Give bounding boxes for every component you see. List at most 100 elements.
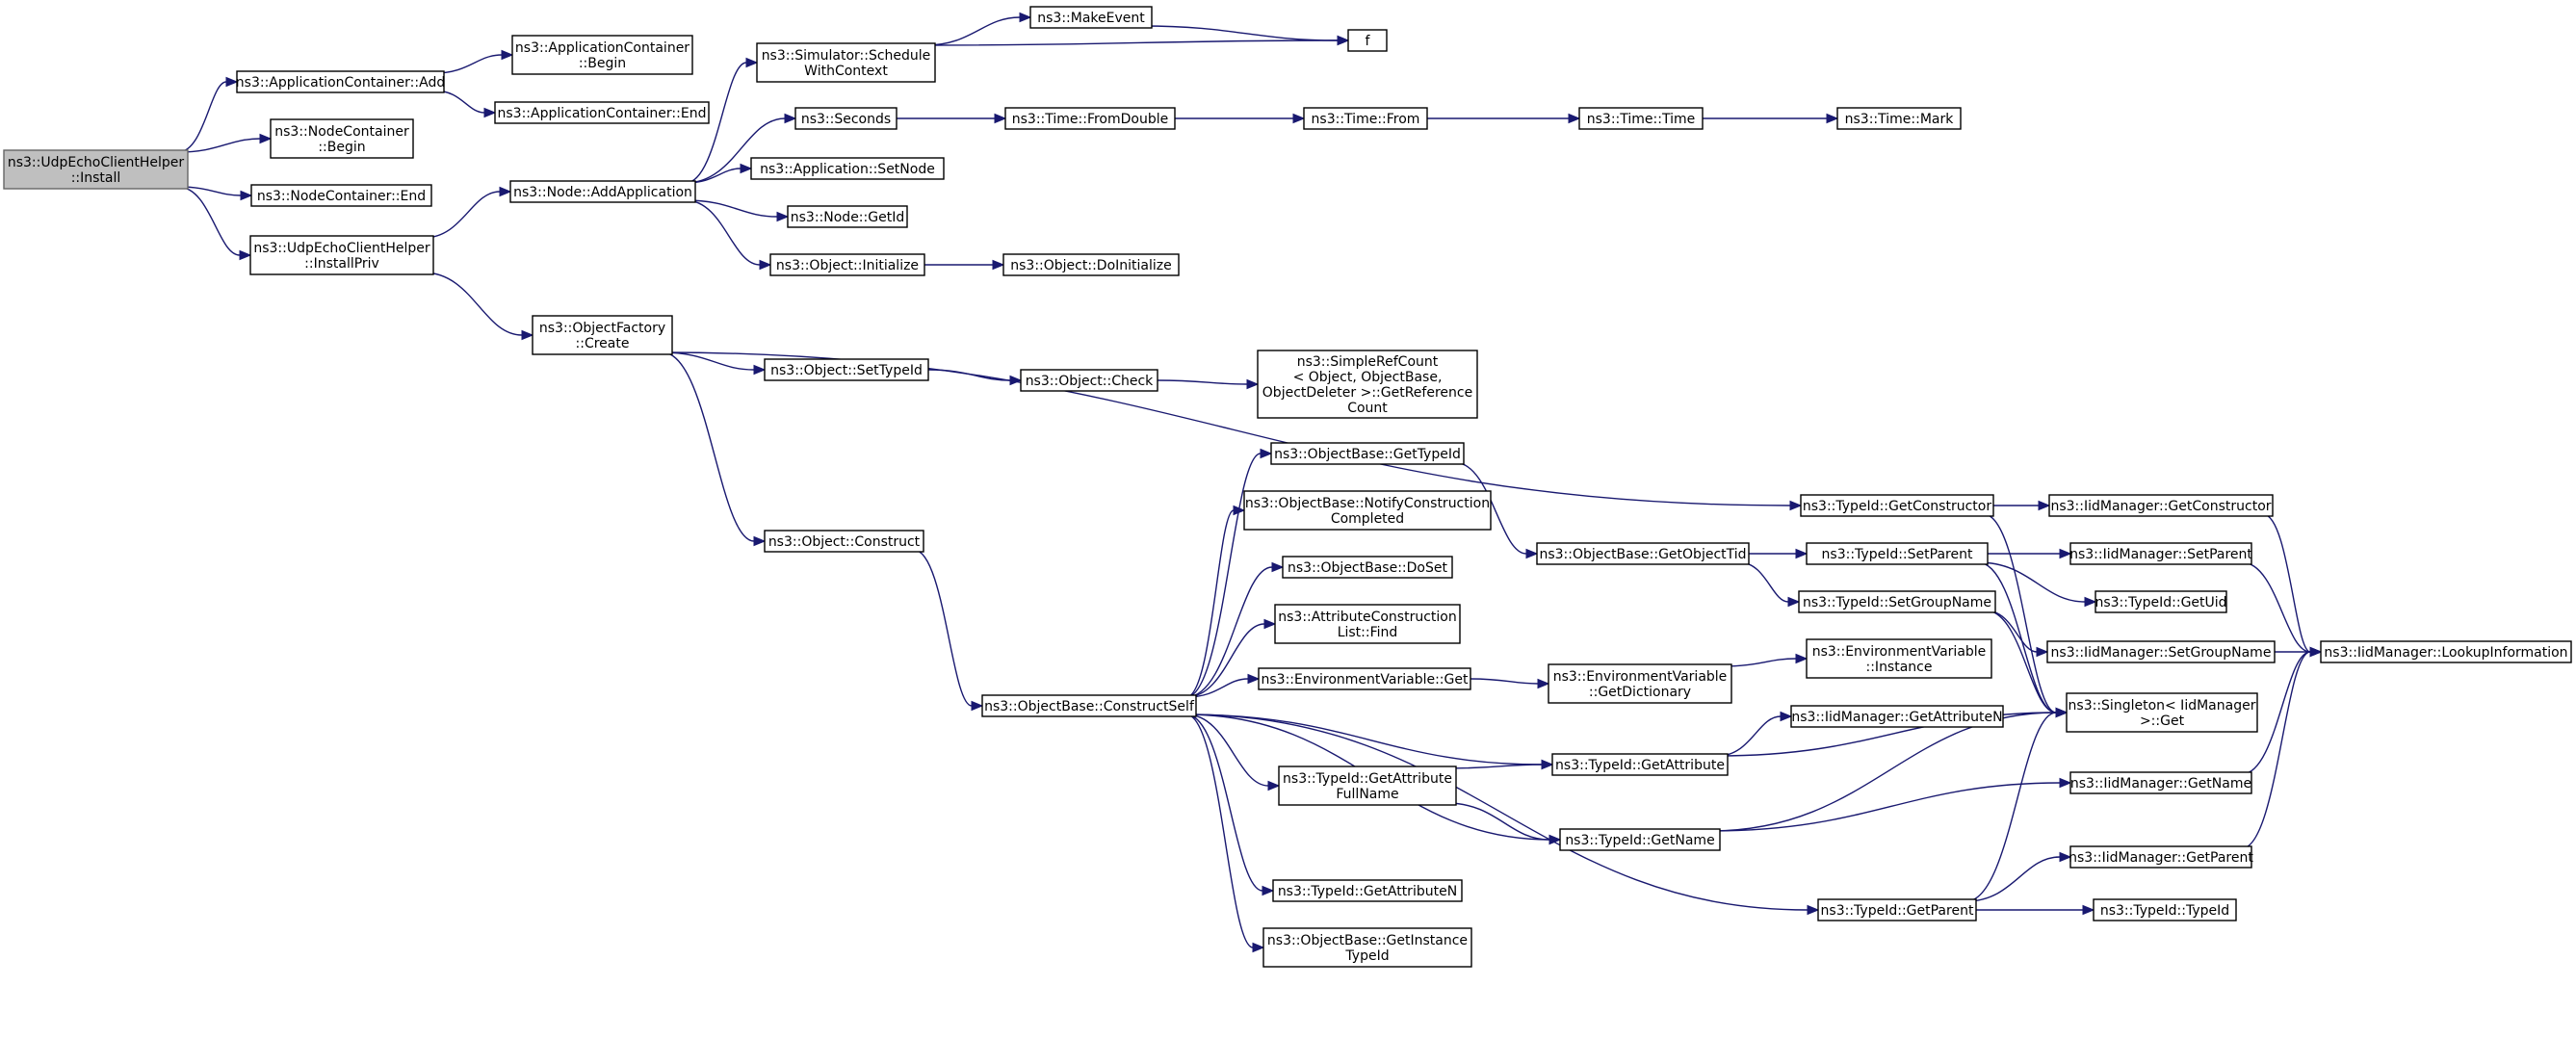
node-iid-get-parent[interactable]: ns3::IidManager::GetParent [2069, 845, 2253, 869]
arrowhead [1247, 673, 1261, 685]
node-initialize[interactable]: ns3::Object::Initialize [769, 253, 925, 276]
node-notify[interactable]: ns3::ObjectBase::NotifyConstructionCompl… [1243, 490, 1492, 531]
arrowhead [1789, 500, 1803, 511]
edge-get-parent-to-iid-get-parent [1965, 856, 2061, 902]
arrowhead [1541, 759, 1554, 770]
node-ac-add[interactable]: ns3::ApplicationContainer::Add [236, 70, 445, 93]
node-get-object-tid[interactable]: ns3::ObjectBase::GetObjectTid [1536, 542, 1750, 565]
arrowhead [1525, 548, 1539, 559]
node-type-id-type-id[interactable]: ns3::TypeId::TypeId [2093, 898, 2237, 921]
node-lookup[interactable]: ns3::IidManager::LookupInformation [2320, 640, 2572, 663]
node-box [2066, 692, 2258, 733]
node-install-priv[interactable]: ns3::UdpEchoClientHelper::InstallPriv [249, 235, 434, 275]
node-box [1020, 369, 1158, 392]
node-time-mark[interactable]: ns3::Time::Mark [1836, 107, 1962, 130]
node-iid-get-attr-n[interactable]: ns3::IidManager::GetAttributeN [1790, 705, 2004, 728]
node-do-initialize[interactable]: ns3::Object::DoInitialize [1002, 253, 1180, 276]
node-box [794, 107, 898, 130]
node-box [236, 70, 445, 93]
arrowhead [499, 186, 512, 197]
node-ac-begin[interactable]: ns3::ApplicationContainer::Begin [511, 35, 693, 75]
node-label: ns3::Seconds [801, 112, 891, 127]
node-add-app[interactable]: ns3::Node::AddApplication [509, 180, 696, 203]
node-label: ns3::Time::Time [1587, 112, 1695, 127]
node-label: ns3::TypeId::GetConstructor [1803, 499, 1991, 514]
node-get-attr-n[interactable]: ns3::TypeId::GetAttributeN [1272, 879, 1463, 902]
node-box [1800, 494, 1994, 517]
node-box [750, 157, 945, 180]
node-set-parent[interactable]: ns3::TypeId::SetParent [1806, 542, 1989, 565]
node-nc-end[interactable]: ns3::NodeContainer::End [250, 184, 432, 207]
node-get-uid[interactable]: ns3::TypeId::GetUid [2095, 590, 2227, 613]
node-box [2093, 898, 2237, 921]
node-env-get[interactable]: ns3::EnvironmentVariable::Get [1258, 667, 1471, 690]
node-ac-end[interactable]: ns3::ApplicationContainer::End [494, 101, 710, 124]
node-set-node[interactable]: ns3::Application::SetNode [750, 157, 945, 180]
node-get-name[interactable]: ns3::TypeId::GetName [1559, 828, 1721, 851]
node-ob-get-type-id[interactable]: ns3::ObjectBase::GetTypeId [1270, 442, 1465, 465]
node-nc-begin[interactable]: ns3::NodeContainer::Begin [270, 118, 414, 159]
node-time-time[interactable]: ns3::Time::Time [1578, 107, 1704, 130]
node-label: f [1366, 34, 1371, 49]
arrowhead [240, 190, 253, 201]
node-ref-count[interactable]: ns3::SimpleRefCount< Object, ObjectBase,… [1257, 350, 1478, 419]
node-label: ns3::ApplicationContainer::End [498, 106, 707, 121]
node-get-id[interactable]: ns3::Node::GetId [787, 205, 908, 228]
node-f[interactable]: f [1347, 29, 1388, 52]
node-label: WithContext [804, 64, 888, 79]
node-get-attribute[interactable]: ns3::TypeId::GetAttribute [1551, 753, 1729, 776]
node-label: ns3::ObjectBase::NotifyConstruction [1245, 496, 1490, 511]
node-construct-self[interactable]: ns3::ObjectBase::ConstructSelf [981, 694, 1197, 717]
node-iid-set-group-name[interactable]: ns3::IidManager::SetGroupName [2046, 640, 2276, 663]
node-box [1347, 29, 1388, 52]
node-iid-get-name[interactable]: ns3::IidManager::GetName [2069, 771, 2252, 794]
arrowhead [753, 364, 767, 376]
edge-set-parent-to-get-uid [1977, 561, 2086, 603]
node-label: ns3::Time::From [1312, 112, 1420, 127]
node-make-event[interactable]: ns3::MakeEvent [1029, 6, 1153, 29]
node-from-double[interactable]: ns3::Time::FromDouble [1004, 107, 1176, 130]
arrowhead [1263, 618, 1277, 630]
node-time-from[interactable]: ns3::Time::From [1303, 107, 1428, 130]
edge-construct-self-to-notify [1185, 509, 1235, 698]
arrowhead [2059, 777, 2072, 789]
node-label: ns3::TypeId::TypeId [2100, 903, 2229, 919]
arrowhead [2084, 596, 2097, 608]
arrowhead [483, 107, 497, 118]
node-env-dict[interactable]: ns3::EnvironmentVariable::GetDictionary [1548, 663, 1732, 704]
arrowhead [759, 259, 772, 271]
node-do-set[interactable]: ns3::ObjectBase::DoSet [1282, 556, 1453, 579]
edge-get-name-to-iid-get-name [1709, 782, 2061, 832]
node-get-constructor[interactable]: ns3::TypeId::GetConstructor [1800, 494, 1994, 517]
node-set-group-name[interactable]: ns3::TypeId::SetGroupName [1798, 590, 1996, 613]
node-construct[interactable]: ns3::Object::Construct [764, 530, 924, 553]
edge-construct-self-to-ac-find [1185, 623, 1265, 698]
node-box [1551, 753, 1729, 776]
node-seconds[interactable]: ns3::Seconds [794, 107, 898, 130]
node-env-instance[interactable]: ns3::EnvironmentVariable::Instance [1806, 638, 1992, 679]
edge-construct-to-construct-self [913, 549, 973, 707]
node-label: ::Begin [318, 140, 365, 155]
node-box [1243, 490, 1492, 531]
node-box [1806, 638, 1992, 679]
arrowhead [1292, 113, 1306, 124]
node-get-parent[interactable]: ns3::TypeId::GetParent [1817, 898, 1977, 921]
node-label: ns3::ObjectBase::GetInstance [1267, 933, 1468, 948]
node-obj-factory[interactable]: ns3::ObjectFactory::Create [532, 315, 673, 355]
node-box [494, 101, 710, 124]
node-box [511, 35, 693, 75]
node-root[interactable]: ns3::UdpEchoClientHelper::Install [3, 149, 189, 190]
node-label: ns3::Object::DoInitialize [1010, 258, 1171, 273]
arrowhead [2059, 548, 2072, 559]
node-set-type-id[interactable]: ns3::Object::SetTypeId [764, 358, 929, 381]
node-check[interactable]: ns3::Object::Check [1020, 369, 1158, 392]
node-label: ns3::TypeId::GetAttribute [1283, 771, 1452, 787]
node-iid-get-constructor[interactable]: ns3::IidManager::GetConstructor [2048, 494, 2274, 517]
node-iid-set-parent[interactable]: ns3::IidManager::SetParent [2069, 542, 2252, 565]
node-box [1262, 927, 1472, 968]
node-singleton-get[interactable]: ns3::Singleton< IidManager >::Get [2066, 692, 2258, 733]
